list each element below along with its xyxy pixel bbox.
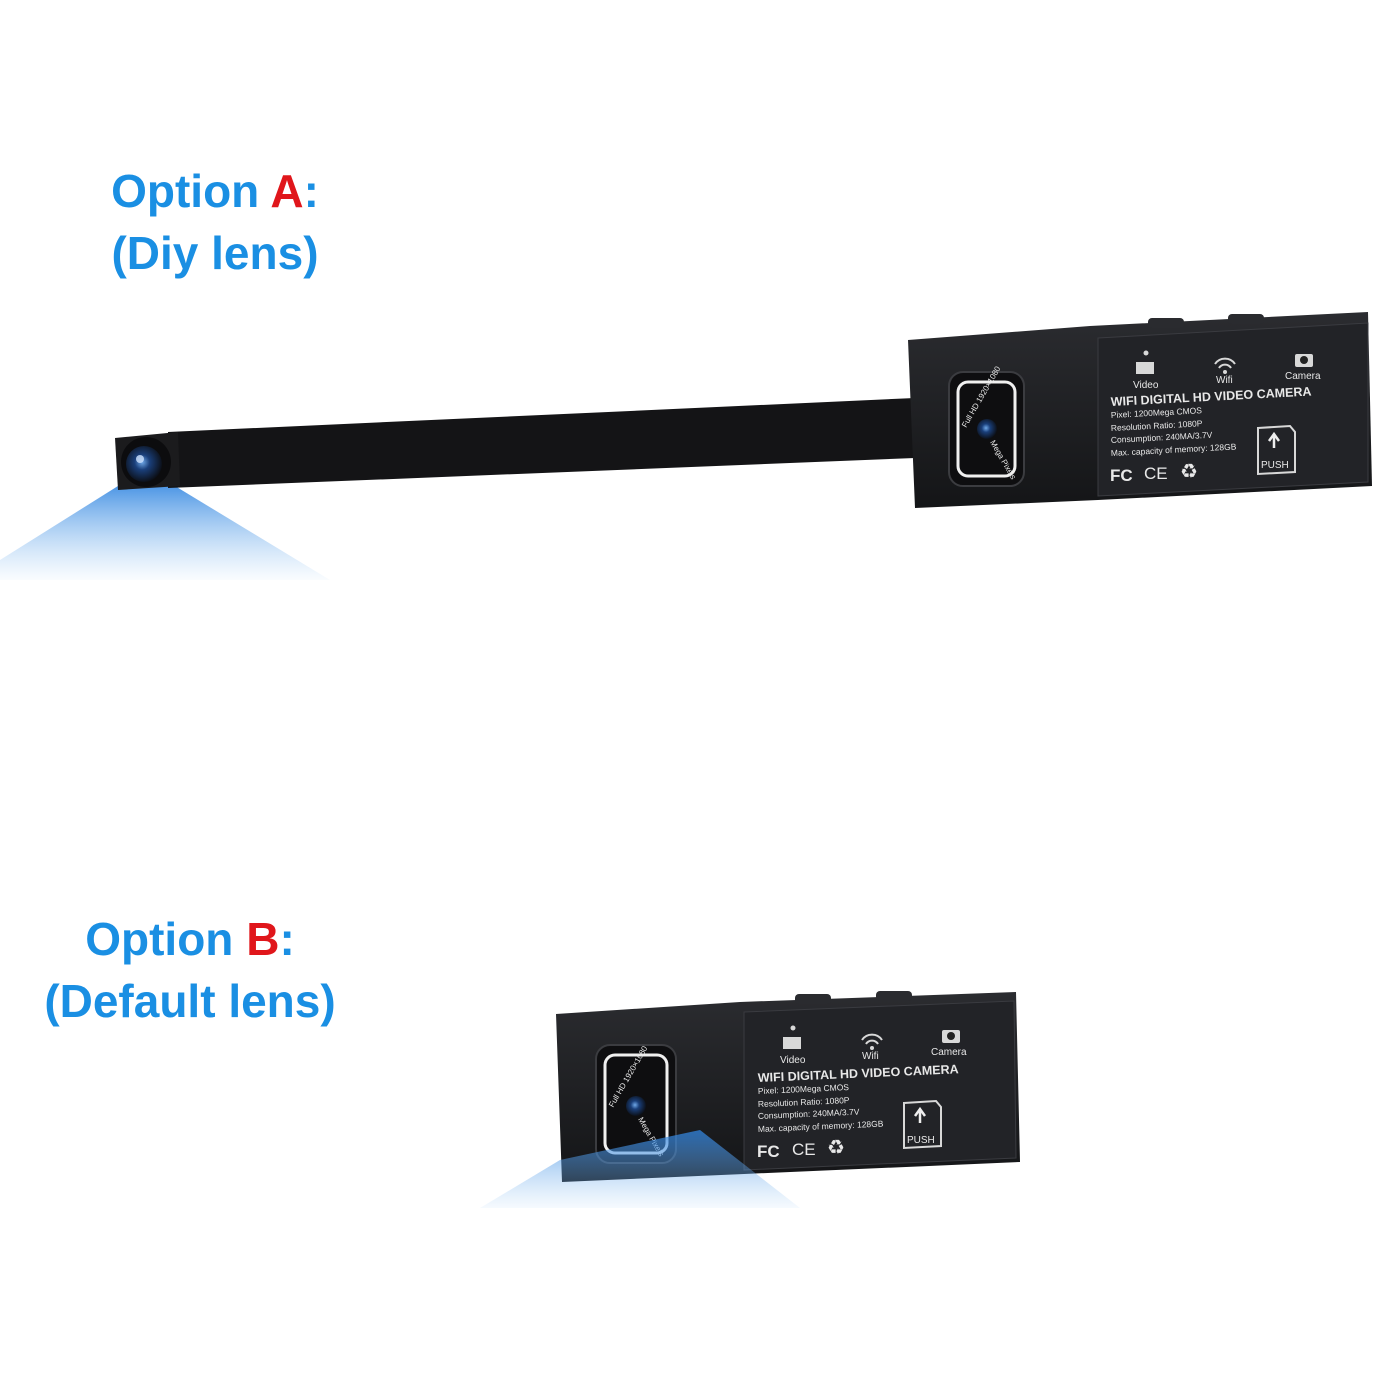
- option-a-mode-wifi: Wifi: [1216, 375, 1233, 386]
- option-a-ribbon-cable: [168, 398, 915, 488]
- option-a-pinhole-lens: [977, 419, 997, 439]
- option-b-subtitle: (Default lens): [44, 975, 336, 1027]
- option-a-device: Full HD 1920×1080 Mega Pixels Video Wifi…: [0, 312, 1372, 580]
- option-a-subtitle: (Diy lens): [111, 227, 319, 279]
- option-a-mode-video: Video: [1133, 380, 1159, 391]
- recycle-icon: ♻: [1180, 461, 1198, 483]
- option-a-letter: A: [270, 165, 304, 217]
- recycle-icon: ♻: [827, 1137, 845, 1159]
- option-a-fc-mark: FC: [1110, 466, 1133, 485]
- option-b-suffix: :: [279, 913, 295, 965]
- option-a-prefix: Option: [111, 165, 271, 217]
- option-b-pinhole-lens: [626, 1096, 646, 1116]
- option-a-mode-camera: Camera: [1285, 371, 1321, 382]
- option-a-ce-mark: CE: [1144, 464, 1168, 483]
- sd-card-icon: [903, 1099, 942, 1150]
- option-b-mode-video: Video: [780, 1055, 806, 1066]
- video-icon: [783, 1037, 801, 1049]
- option-a-video-button[interactable]: [1148, 318, 1184, 328]
- option-b-device: Full HD 1920×1080 Mega Pixels Video Wifi…: [480, 991, 1020, 1208]
- option-b-spec-consumption: Consumption: 240MA/3.7V: [758, 1107, 860, 1121]
- option-b-light-beam: [480, 1130, 800, 1208]
- option-a-camera-body: Full HD 1920×1080 Mega Pixels Video Wifi…: [908, 312, 1372, 508]
- option-b-camera-body: Full HD 1920×1080 Mega Pixels Video Wifi…: [556, 991, 1020, 1182]
- option-a-lens-head: [115, 432, 180, 490]
- option-a-spec-pixel: Pixel: 1200Mega CMOS: [1111, 405, 1203, 420]
- option-b-label: Option B: (Default lens): [30, 916, 350, 1024]
- wifi-icon: [1214, 357, 1236, 369]
- option-a-suffix: :: [303, 165, 319, 217]
- video-icon: [1136, 362, 1154, 374]
- option-b-camera-button[interactable]: [876, 991, 912, 1001]
- option-a-light-beam: [0, 486, 330, 580]
- option-a-label: Option A: (Diy lens): [30, 168, 400, 276]
- option-b-video-button[interactable]: [795, 994, 831, 1004]
- option-b-fc-mark: FC: [757, 1142, 780, 1161]
- option-b-spec-resolution: Resolution Ratio: 1080P: [758, 1095, 850, 1109]
- option-b-sd-push: PUSH: [907, 1135, 935, 1146]
- option-a-camera-button[interactable]: [1228, 314, 1264, 324]
- option-b-mode-camera: Camera: [931, 1047, 967, 1058]
- wifi-icon: [861, 1033, 883, 1045]
- option-a-sd-push: PUSH: [1261, 460, 1289, 471]
- option-b-spec-pixel: Pixel: 1200Mega CMOS: [758, 1082, 850, 1096]
- option-b-prefix: Option: [85, 913, 247, 965]
- option-b-mode-wifi: Wifi: [862, 1051, 879, 1062]
- option-a-spec-resolution: Resolution Ratio: 1080P: [1111, 418, 1203, 433]
- option-b-letter: B: [246, 913, 280, 965]
- sd-card-icon: [1257, 424, 1296, 476]
- option-b-ce-mark: CE: [792, 1140, 816, 1159]
